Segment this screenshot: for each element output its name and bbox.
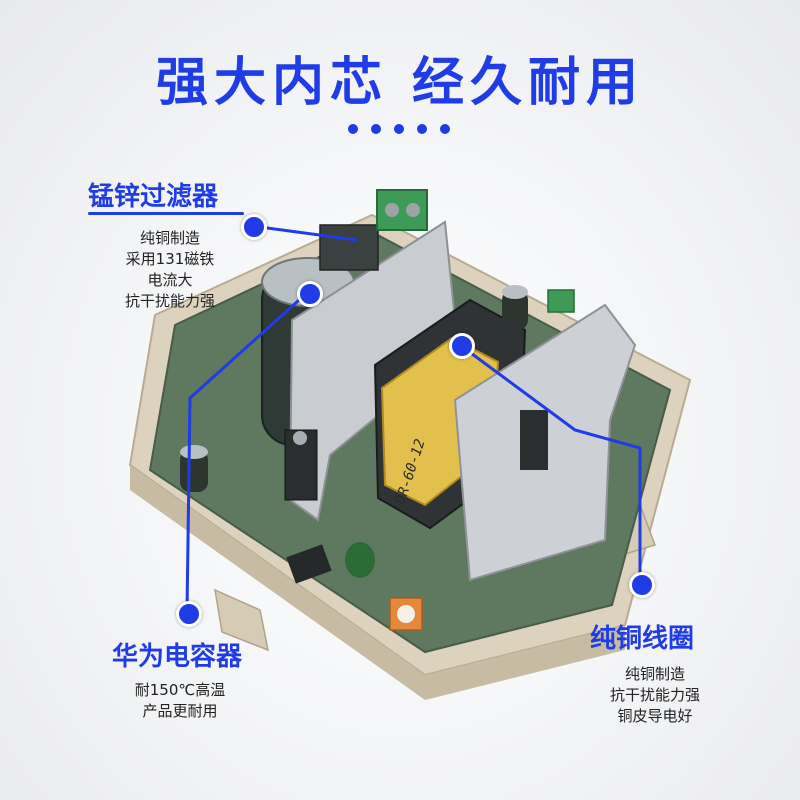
- ic-chip: [286, 544, 332, 584]
- capacitor-description: 耐150℃高温 产品更耐用: [110, 680, 250, 722]
- filter-title: 锰锌过滤器: [88, 182, 219, 212]
- coil-description: 纯铜制造 抗干扰能力强 铜皮导电好: [580, 664, 730, 727]
- capacitor-desc-line: 耐150℃高温: [134, 681, 226, 699]
- small-capacitor-1: [180, 450, 208, 492]
- filter-callout-dot: [241, 214, 267, 240]
- terminal-screw-2: [406, 203, 420, 217]
- decor-dot: [348, 124, 358, 134]
- coil-anchor-dot: [449, 333, 475, 359]
- capacitor-title: 华为电容器: [112, 642, 243, 672]
- small-capacitor-2-top: [502, 285, 528, 299]
- coil-desc-line: 抗干扰能力强: [609, 686, 700, 704]
- transistor-screw: [293, 431, 307, 445]
- coil-title: 纯铜线圈: [590, 624, 695, 654]
- decor-dots: [348, 124, 450, 134]
- trimmer-knob: [397, 605, 415, 623]
- callout-line-filter: [251, 224, 358, 242]
- filter-desc-line: 采用131磁铁: [125, 250, 215, 268]
- filter-desc-line: 纯铜制造: [139, 229, 200, 247]
- filter-desc-line: 抗干扰能力强: [124, 292, 215, 310]
- led-green: [345, 542, 375, 578]
- capacitor-callout-dot: [176, 601, 202, 627]
- coil-callout-dot: [629, 572, 655, 598]
- callout-line-coil: [459, 343, 642, 583]
- small-capacitor-2: [502, 290, 528, 330]
- decor-dot: [417, 124, 427, 134]
- filter-title-underline: [88, 212, 244, 215]
- terminal-block-right: [547, 289, 575, 313]
- filter-block: [319, 224, 379, 271]
- capacitor-desc-line: 产品更耐用: [142, 702, 218, 720]
- coil-desc-line: 铜皮导电好: [617, 707, 693, 725]
- filter-desc-line: 电流大: [147, 271, 193, 289]
- terminal-screw-1: [385, 203, 399, 217]
- coil-desc-line: 纯铜制造: [624, 665, 685, 683]
- decor-dot: [394, 124, 404, 134]
- small-capacitor-1-top: [180, 445, 208, 459]
- capacitor-anchor-dot: [297, 281, 323, 307]
- enclosure-side: [130, 465, 625, 700]
- filter-description: 纯铜制造 采用131磁铁 电流大 抗干扰能力强: [100, 228, 240, 312]
- decor-dot: [440, 124, 450, 134]
- headline: 强大内芯 经久耐用: [155, 53, 645, 113]
- decor-dot: [371, 124, 381, 134]
- transistor-2: [520, 410, 548, 470]
- mount-tab-left: [214, 588, 270, 652]
- callout-line-capacitor: [185, 290, 310, 613]
